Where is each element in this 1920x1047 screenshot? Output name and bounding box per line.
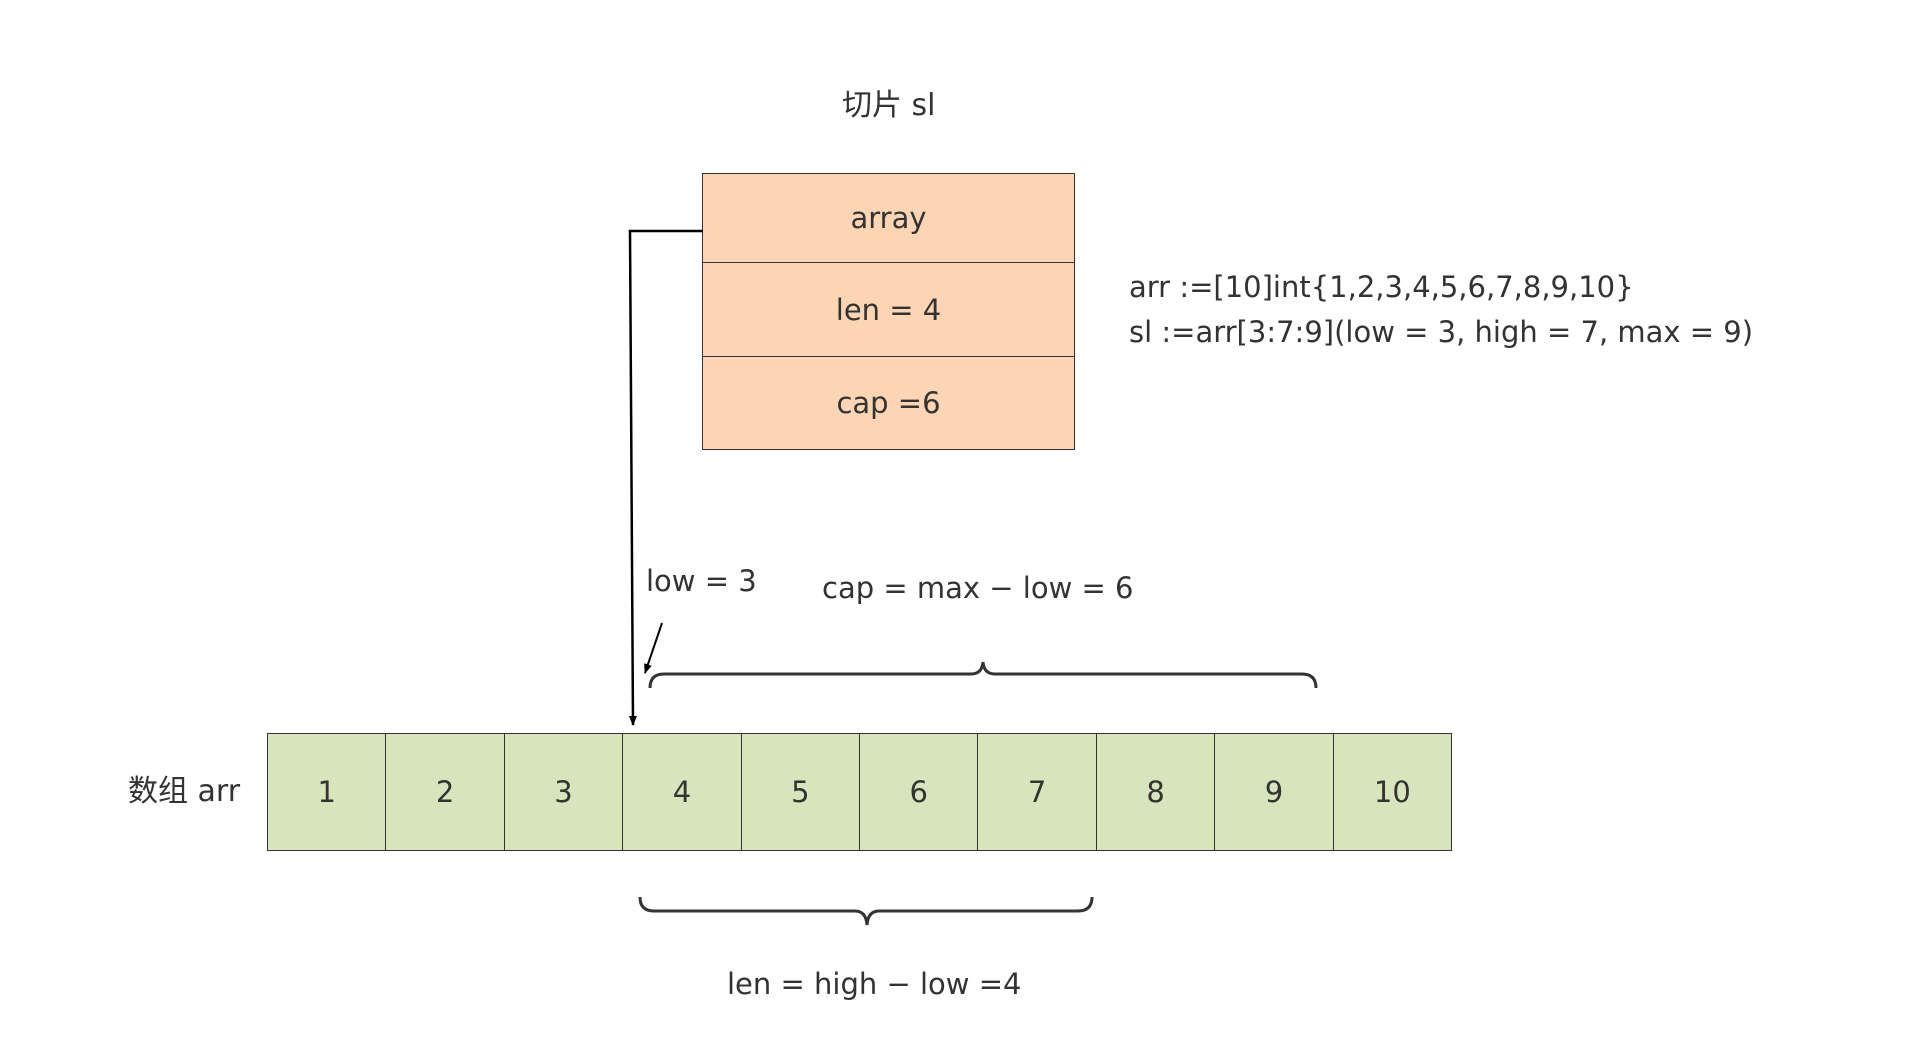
array-cell: 10 xyxy=(1332,734,1452,850)
array-cell: 8 xyxy=(1095,734,1215,850)
array-cell: 7 xyxy=(977,734,1096,850)
array-label: 数组 arr xyxy=(128,774,241,809)
len-formula: len = high − low =4 xyxy=(727,967,1022,1001)
slice-field-array: array xyxy=(703,174,1074,262)
array-cell: 9 xyxy=(1214,734,1333,850)
array-row: 1 2 3 4 5 6 7 8 9 10 xyxy=(267,733,1452,851)
array-cell: 5 xyxy=(740,734,860,850)
code-line-arr: arr :=[10]int{1,2,3,4,5,6,7,8,9,10} xyxy=(1129,270,1634,304)
array-cell: 3 xyxy=(503,734,623,850)
array-cell: 6 xyxy=(859,734,978,850)
low-pointer-arrow xyxy=(644,622,663,674)
slice-title: 切片 sl xyxy=(842,88,936,123)
len-brace xyxy=(638,896,1094,926)
slice-field-len: len = 4 xyxy=(703,262,1074,356)
low-label: low = 3 xyxy=(646,564,757,598)
array-pointer-arrow xyxy=(628,229,703,726)
slice-struct: array len = 4 cap =6 xyxy=(702,173,1075,450)
cap-formula: cap = max − low = 6 xyxy=(822,571,1134,605)
slice-field-cap: cap =6 xyxy=(703,356,1074,449)
array-cell: 1 xyxy=(268,734,386,850)
array-cell: 2 xyxy=(385,734,504,850)
cap-brace xyxy=(648,661,1318,689)
array-cell: 4 xyxy=(622,734,741,850)
code-line-sl: sl :=arr[3:7:9](low = 3, high = 7, max =… xyxy=(1129,315,1754,349)
